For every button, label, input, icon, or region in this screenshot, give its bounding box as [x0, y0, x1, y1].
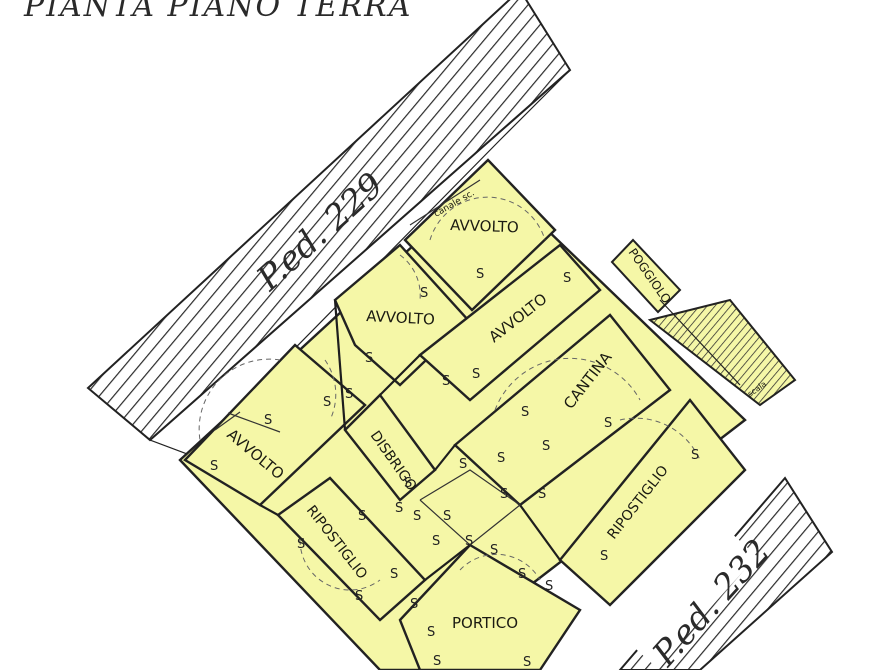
section-marker: S: [442, 374, 450, 389]
label-avvolto-top: AVVOLTO: [450, 216, 519, 236]
section-marker: S: [604, 416, 612, 431]
room-avvolto-bottom: [183, 343, 367, 507]
room-portico: [398, 543, 582, 670]
section-marker: S: [404, 476, 412, 491]
section-marker: S: [297, 537, 305, 552]
section-marker: S: [490, 543, 498, 558]
section-marker: S: [691, 448, 699, 463]
section-marker: S: [365, 351, 373, 366]
section-marker: S: [500, 487, 508, 502]
section-marker: S: [472, 367, 480, 382]
section-marker: S: [521, 405, 529, 420]
section-marker: S: [563, 271, 571, 286]
section-marker: S: [465, 534, 473, 549]
section-marker: S: [600, 549, 608, 564]
label-avvolto-left: AVVOLTO: [366, 307, 435, 329]
section-marker: S: [355, 589, 363, 604]
section-marker: S: [518, 567, 526, 582]
staircase: [647, 298, 797, 407]
section-marker: S: [323, 395, 331, 410]
section-marker: S: [433, 654, 441, 669]
section-marker: S: [410, 597, 418, 612]
section-marker: S: [413, 509, 421, 524]
section-marker: S: [210, 459, 218, 474]
section-marker: S: [443, 509, 451, 524]
room-cantina: [453, 313, 672, 507]
section-marker: S: [497, 451, 505, 466]
section-marker: S: [459, 457, 467, 472]
section-markers: S S S S S S S S S S S S S S S S S S S S …: [210, 267, 699, 670]
section-marker: S: [395, 501, 403, 516]
section-marker: S: [432, 534, 440, 549]
room-avvolto-top: [403, 158, 557, 312]
section-marker: S: [476, 267, 484, 282]
room-avvolto-middle: [418, 243, 602, 402]
section-marker: S: [390, 567, 398, 582]
section-marker: S: [542, 439, 550, 454]
section-marker: S: [538, 487, 546, 502]
building: [178, 158, 747, 670]
section-marker: S: [427, 625, 435, 640]
plan-title: PIANTA PIANO TERRA: [23, 0, 412, 24]
label-portico: PORTICO: [452, 614, 518, 632]
section-marker: S: [523, 655, 531, 670]
section-marker: S: [545, 579, 553, 594]
section-marker: S: [358, 509, 366, 524]
section-marker: S: [345, 387, 353, 402]
room-ripostiglio-right: [558, 398, 747, 607]
section-marker: S: [264, 413, 272, 428]
section-marker: S: [420, 286, 428, 301]
